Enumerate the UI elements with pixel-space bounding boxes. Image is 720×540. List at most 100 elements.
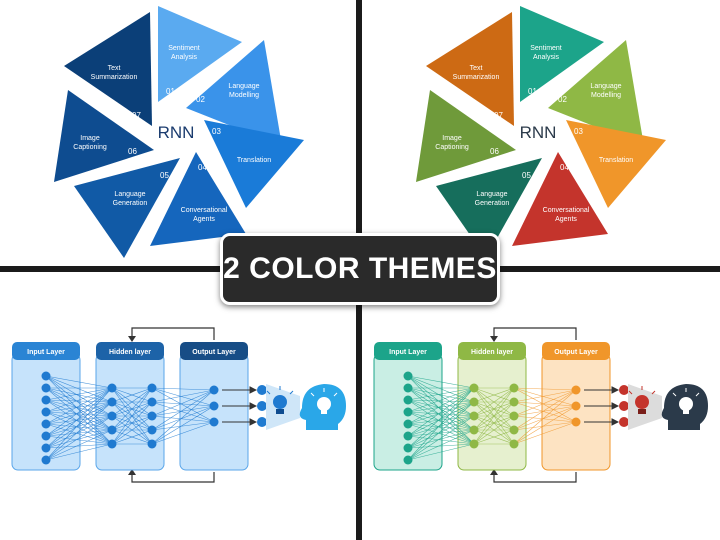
network-node (107, 439, 117, 449)
network-edge (45, 387, 113, 437)
network-node (403, 383, 413, 393)
recurrent-arrowhead-bottom (490, 469, 498, 475)
network-edge (407, 423, 475, 431)
network-edge (407, 387, 475, 425)
result-node (619, 401, 629, 411)
network-edge (407, 387, 475, 449)
network-edge (473, 429, 515, 445)
network-edge (151, 389, 215, 403)
network-edge (45, 415, 113, 437)
network-edge (45, 387, 113, 461)
rnn-segment-05-num: 05 (160, 171, 169, 180)
network-edge (513, 415, 577, 423)
network-edge (513, 421, 577, 431)
rnn-segment-01-num: 01 (166, 87, 175, 96)
input-layer-label: Input Layer (389, 349, 427, 356)
recurrent-arrow-top (131, 327, 215, 340)
network-node (147, 411, 157, 421)
rnn-center-label: RNN (158, 123, 195, 142)
network-edge (407, 429, 475, 449)
network-edge (407, 399, 475, 445)
network-edge (407, 415, 475, 437)
network-edge (513, 387, 577, 423)
network-edge (407, 443, 475, 449)
network-node (41, 383, 51, 393)
network-edge (473, 387, 515, 403)
network-edge (407, 411, 475, 417)
output-layer-header (542, 342, 610, 360)
banner-title: 2 COLOR THEMES (223, 252, 497, 285)
network-node (403, 371, 413, 381)
network-edge (513, 389, 577, 403)
network-edge (111, 401, 153, 445)
network-node (509, 425, 519, 435)
input-layer-header (12, 342, 80, 360)
recurrent-arrowhead-top (490, 336, 498, 342)
network-edge (111, 387, 153, 403)
network-edge (407, 375, 475, 389)
network-edge (407, 399, 475, 403)
network-node (469, 397, 479, 407)
network-edge (45, 375, 113, 445)
recurrent-arrowhead-top (128, 336, 136, 342)
network-node (509, 397, 519, 407)
network-nodes (41, 371, 219, 465)
network-connections (45, 375, 215, 461)
network-node (107, 411, 117, 421)
network-node (403, 407, 413, 417)
network-edge (151, 421, 215, 431)
network-edge (407, 401, 475, 449)
network-edge (407, 415, 475, 449)
network-edge (513, 405, 577, 445)
output-arrows (222, 386, 258, 426)
network-node (469, 439, 479, 449)
network-edge (45, 401, 113, 425)
network-edge (45, 435, 113, 445)
recurrent-arrow-bottom (131, 472, 215, 483)
network-edge (151, 387, 215, 391)
output-layer-header (180, 342, 248, 360)
network-edge (407, 401, 475, 461)
network-edge (513, 401, 577, 423)
network-edge (513, 405, 577, 417)
network-edge (473, 387, 515, 417)
rnn-segment-07-num: 07 (494, 111, 503, 120)
network-edge (513, 401, 577, 407)
network-edge (45, 401, 113, 449)
network-edge (45, 387, 113, 413)
network-edge (151, 401, 215, 407)
rnn-segment-04-num: 04 (198, 163, 207, 172)
network-edge (45, 387, 113, 445)
network-edge (151, 401, 215, 423)
network-edge (513, 387, 577, 391)
network-node (403, 419, 413, 429)
network-edge (407, 429, 475, 437)
network-edge (407, 443, 475, 461)
rnn-segment-01-num: 01 (528, 87, 537, 96)
network-edge (513, 389, 577, 445)
hidden-layer-header (96, 342, 164, 360)
recurrent-arrow-bottom (493, 472, 577, 483)
network-edge (407, 411, 475, 431)
network-edge (45, 399, 113, 445)
neural-network-color-panel: Input Layer Hidden layer Output Layer (362, 272, 720, 540)
themes-banner: 2 COLOR THEMES (220, 233, 500, 305)
thinking-head-icon (661, 384, 708, 430)
result-node (257, 385, 267, 395)
network-edge (407, 411, 475, 445)
output-layer-panel (179, 353, 249, 471)
network-node (41, 455, 51, 465)
output-layer-panel (541, 353, 611, 471)
